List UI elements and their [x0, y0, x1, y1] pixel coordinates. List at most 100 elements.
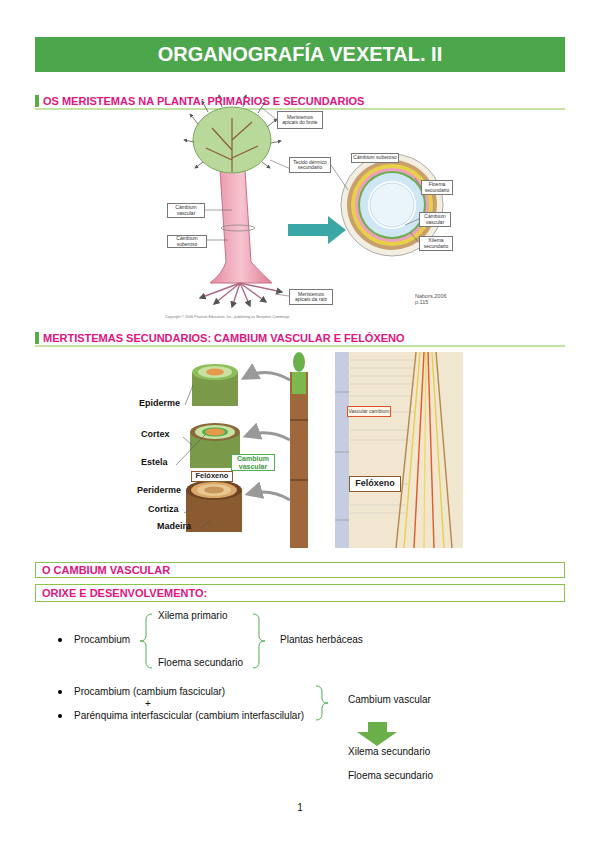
stem-section-panel-part-part [436, 352, 452, 548]
node-text: ORIXE E DESENVOLVEMENTO: [42, 587, 207, 599]
node-text: O CAMBIUM VASCULAR [42, 564, 170, 576]
node-text: Felóxeno [355, 479, 395, 489]
callout-box: Cámbium vascular [419, 212, 451, 227]
tree-illustration [184, 95, 282, 307]
stem-section-panel [335, 352, 463, 548]
stem-cylinders-part [184, 510, 190, 513]
tree-illustration-part [200, 283, 282, 307]
stem-section-panel-part [396, 352, 452, 548]
part-name: Madeira [157, 521, 217, 531]
cross-section-rings-part [370, 183, 414, 227]
stem-section-panel-part-part [414, 352, 424, 548]
tree-illustration-part-part [195, 162, 203, 168]
list-item: + [145, 698, 165, 710]
stem-cylinders-part [191, 482, 237, 498]
callout-box: Cámbium vascular [167, 203, 205, 218]
list-bracket-part [140, 614, 152, 668]
stem-cylinders-part [290, 372, 308, 548]
section-heading-decor-part [35, 95, 39, 107]
cross-section-rings-part [351, 164, 433, 246]
stem-cylinders-part [176, 435, 205, 465]
callout-box: Floema secundario [421, 180, 453, 195]
page-title: ORGANOGRAFÍA VEXETAL. II [35, 37, 565, 72]
tree-illustration-part-part [262, 162, 270, 168]
tree-illustration-part-part [271, 141, 281, 143]
node-text: Floema secundario [423, 182, 451, 193]
stem-section-panel-part-part [350, 430, 410, 431]
list-item: Xilema primario [158, 610, 278, 622]
stem-section-panel-part-part [396, 352, 416, 548]
copyright-note: Copyright © 2006 Pearson Education, Inc.… [165, 315, 385, 319]
stem-section-panel-part-part [350, 396, 412, 397]
cross-section-rings-part [360, 173, 424, 237]
node-text: Vascular cambium [349, 409, 390, 415]
bullet-part [58, 638, 62, 642]
cross-section-rings-part [288, 216, 346, 244]
bullet-part [58, 714, 62, 718]
section-box: O CAMBIUM VASCULAR [35, 562, 565, 578]
stem-cylinders-part [185, 385, 193, 405]
tree-illustration-part [193, 107, 271, 173]
leader-line-part [205, 210, 232, 211]
cambium-box: Cambium vascular [231, 454, 275, 471]
cross-section-rings-part [368, 181, 416, 229]
tree-illustration-part-part [240, 283, 282, 292]
node-text: Xilema secundario [421, 238, 451, 249]
section-heading-decor-part [35, 332, 39, 344]
part-name: Estela [141, 457, 201, 467]
list-item: Xilema secundario [348, 746, 498, 758]
section-heading: MERTISTEMAS SECUNDARIOS: CAMBIUM VASCULA… [43, 332, 563, 345]
callout-box: Tecido dérmico secundario [289, 157, 331, 173]
stem-section-panel-part-part [350, 376, 414, 377]
tree-illustration-part-part [267, 119, 277, 127]
stem-section-panel-part-part [424, 352, 426, 548]
stem-cylinders-part [186, 480, 242, 500]
part-name: Cortex [141, 429, 201, 439]
stem-cylinders [176, 352, 308, 548]
stem-cylinders-part [244, 372, 290, 380]
leader-line-part [410, 232, 419, 243]
stem-cylinders-part [205, 429, 225, 436]
stem-cylinders-part [198, 366, 232, 378]
stem-section-panel-part [335, 392, 349, 393]
citation: Nabors,2006 p.115 [415, 293, 451, 306]
part-name: Epiderme [139, 398, 199, 408]
leader-line-part [405, 219, 419, 225]
list-item: Parénquima interfascicular (cambium inte… [74, 710, 334, 722]
stem-cylinders-part [188, 494, 189, 498]
callout-box: Cámbium suberoso [351, 153, 399, 163]
phellogen-box: Felóxeno [191, 471, 233, 482]
cross-section-rings-part [355, 168, 429, 242]
node-text: Meristemos apicais da raíz [291, 292, 331, 303]
list-item: Floema secundario [348, 770, 498, 782]
down-arrow [357, 722, 397, 746]
stem-cylinders-part [292, 372, 306, 394]
cross-section-rings-part [358, 171, 426, 239]
stem-cylinders-part [246, 433, 290, 440]
stem-section-panel-part-part [350, 360, 418, 361]
list-item: Plantas herbáceas [280, 634, 420, 646]
bullet-part [58, 690, 62, 694]
stem-section-panel-part-part [350, 440, 410, 441]
node-text: Felóxeno [196, 472, 229, 480]
callout-box: Vascular cambium [347, 406, 391, 417]
section-heading-decor [35, 95, 565, 346]
list-item: Procambium [74, 634, 174, 646]
stem-cylinders-part [199, 520, 210, 530]
section-heading: OS MERISTEMAS NA PLANTA: PRIMARIOS E SEC… [43, 95, 563, 108]
leader-line-part [275, 294, 289, 296]
list-bracket [140, 614, 328, 720]
tree-illustration-part-part [190, 114, 198, 124]
section-heading-decor-part [35, 346, 565, 347]
leader-line-part [331, 165, 348, 190]
list-item: Floema secundario [158, 657, 278, 669]
node-text: Cámbium suberoso [169, 236, 205, 247]
stem-section-panel-part-part [350, 505, 406, 506]
section-box: ORIXE E DESENVOLVEMENTO: [35, 584, 565, 602]
stem-section-panel-part-part [350, 384, 414, 385]
stem-cylinders-part [190, 423, 240, 441]
stem-cylinders-part [204, 487, 224, 494]
node-text: Meristemos apicais do brote [279, 115, 321, 126]
stem-cylinders-part [290, 479, 308, 481]
